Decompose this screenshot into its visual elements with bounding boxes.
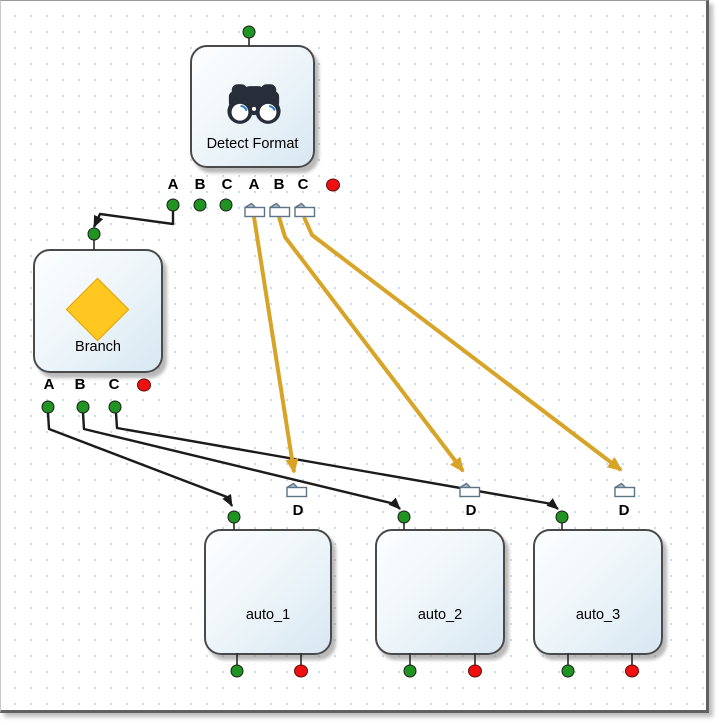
file-port-folder-icon[interactable] (243, 202, 266, 218)
node-title: auto_2 (417, 607, 463, 623)
file-port-folder-icon[interactable] (613, 482, 636, 498)
detect-format-out-a[interactable] (166, 198, 180, 212)
port-label: C (221, 176, 233, 193)
auto-2-out-port[interactable] (403, 664, 417, 678)
auto-3-input-port[interactable] (555, 510, 569, 524)
branch-out-c[interactable] (108, 400, 122, 414)
binoculars-icon (227, 84, 281, 124)
connector-file-c-to-auto-3-d[interactable] (302, 216, 623, 472)
node-title: auto_3 (575, 607, 621, 623)
connector-branch-c-to-auto-3[interactable] (114, 412, 559, 510)
port-label: D (292, 502, 304, 519)
auto-3-error-port[interactable] (625, 664, 639, 678)
detect-format-input-port[interactable] (242, 25, 256, 39)
port-label: D (618, 502, 630, 519)
port-label: A (248, 176, 260, 193)
auto-1-out-port[interactable] (230, 664, 244, 678)
detect-format-out-c[interactable] (219, 198, 233, 212)
port-label: C (108, 376, 120, 393)
auto-1-input-port[interactable] (227, 510, 241, 524)
detect-format-node[interactable]: Detect Format (190, 45, 315, 168)
file-port-folder-icon[interactable] (268, 202, 291, 218)
auto-2-error-port[interactable] (468, 664, 482, 678)
port-label: A (43, 376, 55, 393)
connector-layer (46, 38, 633, 667)
port-label: B (194, 176, 206, 193)
file-port-folder-icon[interactable] (458, 482, 481, 498)
branch-node[interactable]: Branch (33, 249, 163, 373)
detect-format-out-b[interactable] (193, 198, 207, 212)
branch-input-port[interactable] (87, 227, 101, 241)
auto-2-node[interactable]: auto_2 (375, 529, 505, 655)
auto-2-input-port[interactable] (397, 510, 411, 524)
connector-file-b-to-auto-2-d[interactable] (277, 216, 465, 473)
port-label: D (465, 502, 477, 519)
auto-1-error-port[interactable] (294, 664, 308, 678)
connector-file-a-to-auto-1-d[interactable] (252, 216, 299, 474)
file-port-folder-icon[interactable] (293, 202, 316, 218)
auto-3-node[interactable]: auto_3 (533, 529, 663, 655)
port-label: A (167, 176, 179, 193)
connector-branch-a-to-auto-1[interactable] (46, 412, 234, 507)
file-port-folder-icon[interactable] (285, 482, 308, 498)
branch-out-b[interactable] (76, 400, 90, 414)
detect-format-error-port[interactable] (326, 178, 340, 192)
node-title: Detect Format (206, 136, 299, 152)
auto-3-out-port[interactable] (561, 664, 575, 678)
node-title: auto_1 (245, 607, 291, 623)
connector-branch-b-to-auto-2[interactable] (81, 412, 401, 510)
branch-out-a[interactable] (41, 400, 55, 414)
auto-1-node[interactable]: auto_1 (204, 529, 332, 655)
designer-canvas[interactable]: Detect Format Branch auto_1 auto_2 auto_… (0, 0, 709, 713)
connector-detectformat-a-to-branch[interactable] (92, 211, 175, 228)
branch-error-port[interactable] (137, 378, 151, 392)
port-label: B (74, 376, 86, 393)
port-label: B (273, 176, 285, 193)
port-label: C (297, 176, 309, 193)
node-title: Branch (75, 339, 121, 355)
